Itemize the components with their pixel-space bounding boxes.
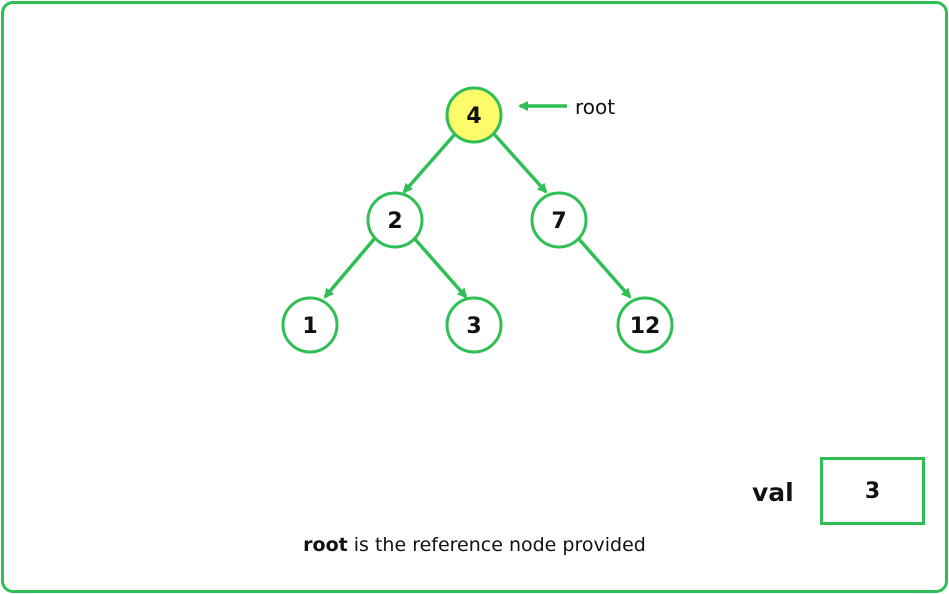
edge-4-2	[402, 132, 457, 194]
edge-7-12	[576, 236, 632, 299]
edge-4-7	[492, 132, 548, 194]
tree-node-3: 3	[445, 296, 503, 354]
caption-emphasis: root	[303, 534, 348, 556]
node-value: 1	[302, 314, 317, 339]
edge-2-1	[323, 236, 377, 299]
val-value: 3	[864, 478, 881, 504]
tree-node-12: 12	[616, 296, 674, 354]
tree-node-4: 4	[445, 86, 503, 144]
root-pointer-label: root	[575, 95, 615, 119]
node-value: 3	[466, 314, 481, 339]
edge-2-3	[412, 236, 468, 299]
node-value: 2	[387, 209, 402, 234]
caption-text: is the reference node provided	[347, 534, 646, 556]
tree-node-7: 7	[530, 191, 588, 249]
node-value: 7	[551, 209, 566, 234]
tree-node-1: 1	[281, 296, 339, 354]
caption: root is the reference node provided	[0, 534, 949, 556]
val-label: val	[752, 478, 794, 507]
node-value: 4	[466, 104, 481, 129]
val-box: 3	[820, 457, 925, 525]
tree-node-2: 2	[366, 191, 424, 249]
node-value: 12	[630, 314, 661, 339]
